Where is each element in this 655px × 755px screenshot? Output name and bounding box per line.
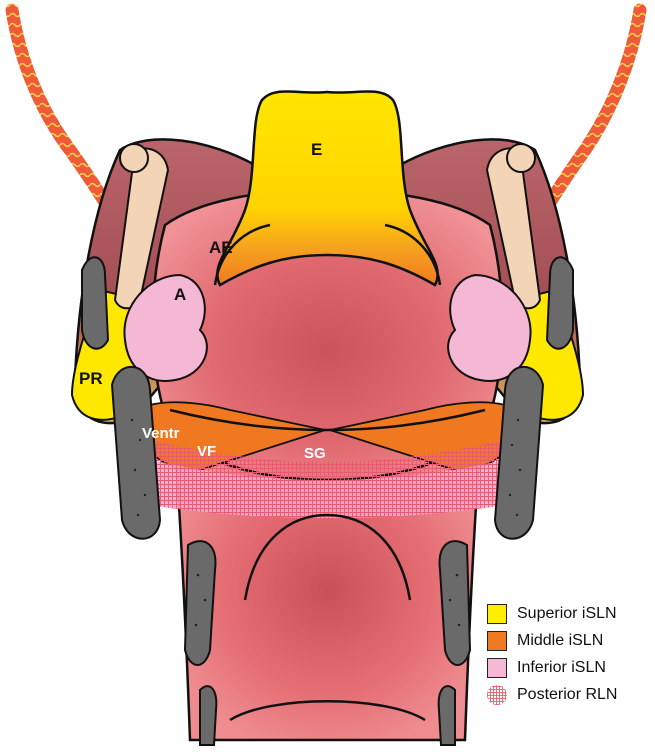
right-horn-tip — [507, 144, 535, 172]
legend-item-inferior: Inferior iSLN — [487, 654, 652, 681]
legend: Superior iSLN Middle iSLN Inferior iSLN … — [487, 600, 652, 708]
left-horn-tip — [120, 144, 148, 172]
label-e: E — [311, 140, 322, 159]
legend-label-middle: Middle iSLN — [517, 632, 603, 650]
label-vf: VF — [197, 443, 216, 460]
legend-item-posterior: Posterior RLN — [487, 681, 652, 708]
swatch-middle — [487, 631, 507, 651]
label-ae: AE — [209, 238, 233, 257]
label-a: A — [174, 285, 186, 304]
epiglottis — [217, 91, 437, 285]
left-bottom-cartilage — [200, 686, 216, 745]
label-sg: SG — [304, 445, 326, 462]
swatch-superior — [487, 604, 507, 624]
legend-item-middle: Middle iSLN — [487, 627, 652, 654]
legend-label-superior: Superior iSLN — [517, 605, 617, 623]
label-ventr: Ventr — [142, 425, 180, 442]
legend-label-inferior: Inferior iSLN — [517, 659, 606, 677]
right-lower-cartilage — [440, 541, 470, 665]
swatch-posterior — [487, 685, 507, 705]
left-lower-cartilage — [185, 541, 215, 665]
label-pr: PR — [79, 369, 103, 388]
right-thyroid-lamina — [547, 257, 573, 348]
legend-label-posterior: Posterior RLN — [517, 686, 617, 704]
swatch-inferior — [487, 658, 507, 678]
left-thyroid-lamina — [82, 257, 108, 348]
right-bottom-cartilage — [439, 686, 455, 745]
legend-item-superior: Superior iSLN — [487, 600, 652, 627]
